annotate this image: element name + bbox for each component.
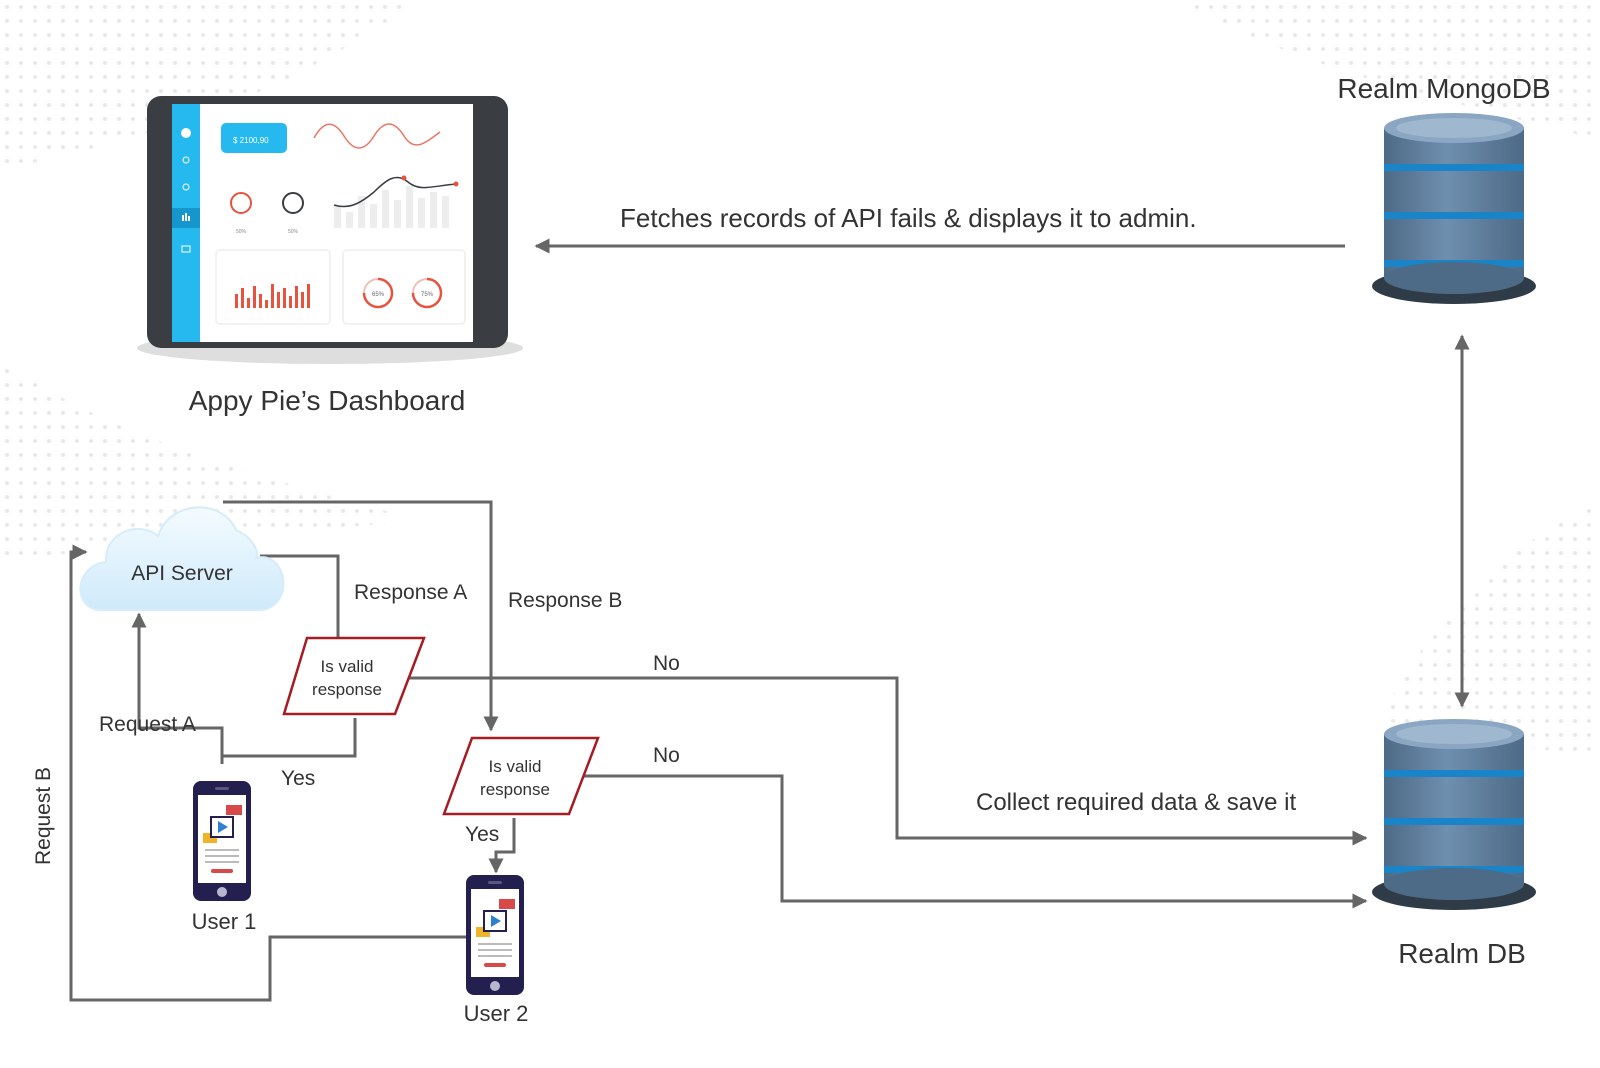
ring-label-2: 75%: [421, 292, 434, 298]
response-a-label: Response A: [354, 581, 467, 604]
decision-valid-response-1: [282, 636, 426, 716]
dashboard-tablet: $ 2100,90 50% 50%: [137, 96, 523, 364]
realm-db-database-icon: [1372, 719, 1536, 910]
ring-label-1: 65%: [372, 292, 385, 298]
no-label-2: No: [653, 744, 680, 767]
collect-save-label: Collect required data & save it: [976, 789, 1297, 816]
response-b-label: Response B: [508, 589, 622, 612]
request-b-label: Request B: [32, 767, 55, 865]
decision-2-line-1: Is valid: [489, 757, 542, 776]
yes-label-1: Yes: [281, 767, 315, 790]
realm-mongodb-database-icon: [1372, 113, 1536, 304]
background-pattern: [0, 0, 1600, 760]
dashboard-balance: $ 2100,90: [233, 136, 269, 145]
arrow-yes-1: [222, 718, 357, 758]
arrow-request-a: [131, 612, 224, 764]
user-2-phone: [465, 874, 525, 996]
user-1-label: User 1: [192, 909, 257, 934]
decision-valid-response-2: [442, 736, 600, 816]
arrow-yes-2: [488, 818, 516, 874]
no-label-1: No: [653, 652, 680, 675]
yes-label-2: Yes: [465, 823, 499, 846]
cloud-icon: [79, 506, 285, 611]
realm-db-label: Realm DB: [1398, 938, 1526, 969]
decision-1-line-2: response: [312, 680, 382, 699]
gauge-label-2: 50%: [288, 229, 299, 235]
user-1-phone: [192, 780, 252, 902]
arrow-no-1: [408, 676, 1368, 846]
decision-2-line-2: response: [480, 780, 550, 799]
realm-mongodb-label: Realm MongoDB: [1337, 73, 1550, 104]
fetch-records-label: Fetches records of API fails & displays …: [620, 203, 1197, 233]
arrow-response-b: [223, 500, 499, 732]
request-a-label: Request A: [99, 713, 196, 736]
api-server-label: API Server: [131, 562, 233, 585]
gauge-label-1: 50%: [236, 229, 247, 235]
arrow-request-b: [69, 544, 466, 1002]
arrow-no-2: [580, 774, 1368, 909]
user-2-label: User 2: [464, 1001, 529, 1026]
decision-1-line-1: Is valid: [321, 657, 374, 676]
dashboard-label: Appy Pie’s Dashboard: [189, 385, 466, 416]
arrow-response-a: [260, 554, 340, 638]
